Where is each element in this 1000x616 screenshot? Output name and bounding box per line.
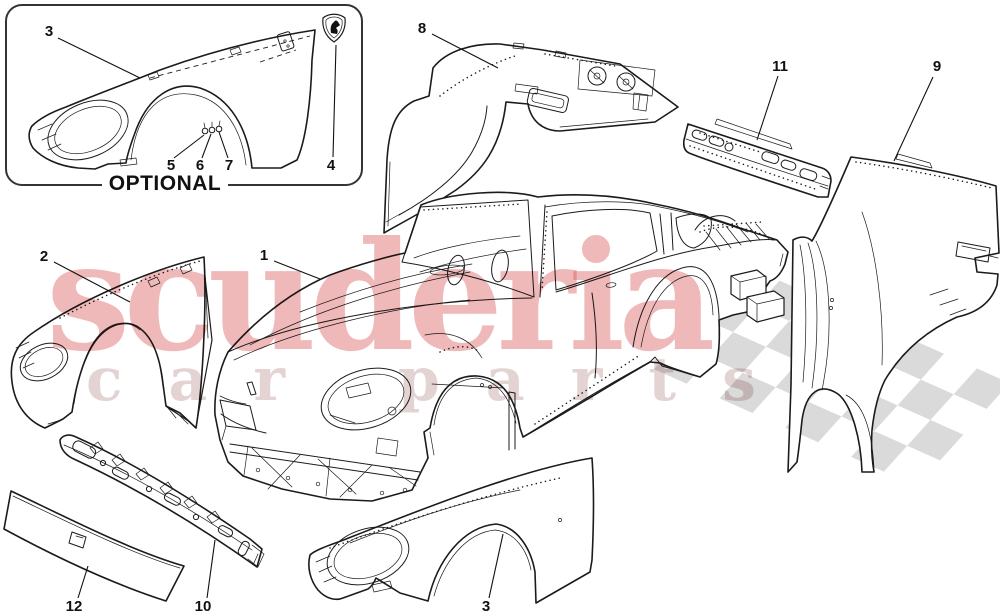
callout-12: 12 xyxy=(66,598,83,615)
callout-leader-4 xyxy=(332,44,337,158)
callout-3: 3 xyxy=(482,598,490,615)
callout-2: 2 xyxy=(40,248,48,265)
part-8-rear-quarter-inner xyxy=(383,42,679,234)
callout-leader-5 xyxy=(173,134,205,159)
part-9-rear-quarter-panel xyxy=(787,153,1000,473)
checker-cell xyxy=(719,372,776,413)
optional-box xyxy=(5,4,363,186)
checker-cell xyxy=(907,419,964,461)
callout-leader-11 xyxy=(756,75,779,141)
callout-leader-3 xyxy=(57,37,141,79)
callout-8: 8 xyxy=(418,20,426,37)
callout-11: 11 xyxy=(772,58,788,75)
optional-section-label: OPTIONAL xyxy=(102,172,228,196)
optional-fender xyxy=(28,29,316,170)
part-11-rear-crossmember xyxy=(682,118,832,198)
checker-cell xyxy=(709,332,767,373)
part-10-header-rail xyxy=(59,434,265,568)
callout-leader-1 xyxy=(273,260,321,280)
part-1-bodyshell xyxy=(214,191,789,502)
callout-4: 4 xyxy=(327,157,336,174)
part-2-front-fender-assembly xyxy=(10,256,213,429)
checker-cell xyxy=(887,339,944,380)
callout-6: 6 xyxy=(196,157,204,174)
callout-leader-7 xyxy=(218,131,229,159)
callout-9: 9 xyxy=(933,58,941,75)
callout-10: 10 xyxy=(195,598,212,615)
callout-leader-9 xyxy=(893,76,934,162)
callout-leader-8 xyxy=(431,33,499,69)
callout-layer: 3 5 6 7 4 8 11 9 2 1 12 10 3 xyxy=(40,20,941,615)
callout-7: 7 xyxy=(225,157,233,174)
callout-leader-6 xyxy=(201,133,212,159)
ferrari-shield-icon xyxy=(276,13,346,52)
callout-leader-2 xyxy=(53,261,131,303)
callout-leader-10 xyxy=(206,539,216,599)
part-3-front-fender xyxy=(308,457,595,604)
callout-1: 1 xyxy=(260,247,268,264)
checker-cell xyxy=(953,368,1000,409)
callout-5: 5 xyxy=(167,157,175,174)
callout-leader-3 xyxy=(488,533,504,599)
part-12-roof-panel xyxy=(3,490,185,602)
checker-cell xyxy=(897,379,954,420)
callout-leader-12 xyxy=(77,565,89,599)
callout-3: 3 xyxy=(45,23,53,40)
